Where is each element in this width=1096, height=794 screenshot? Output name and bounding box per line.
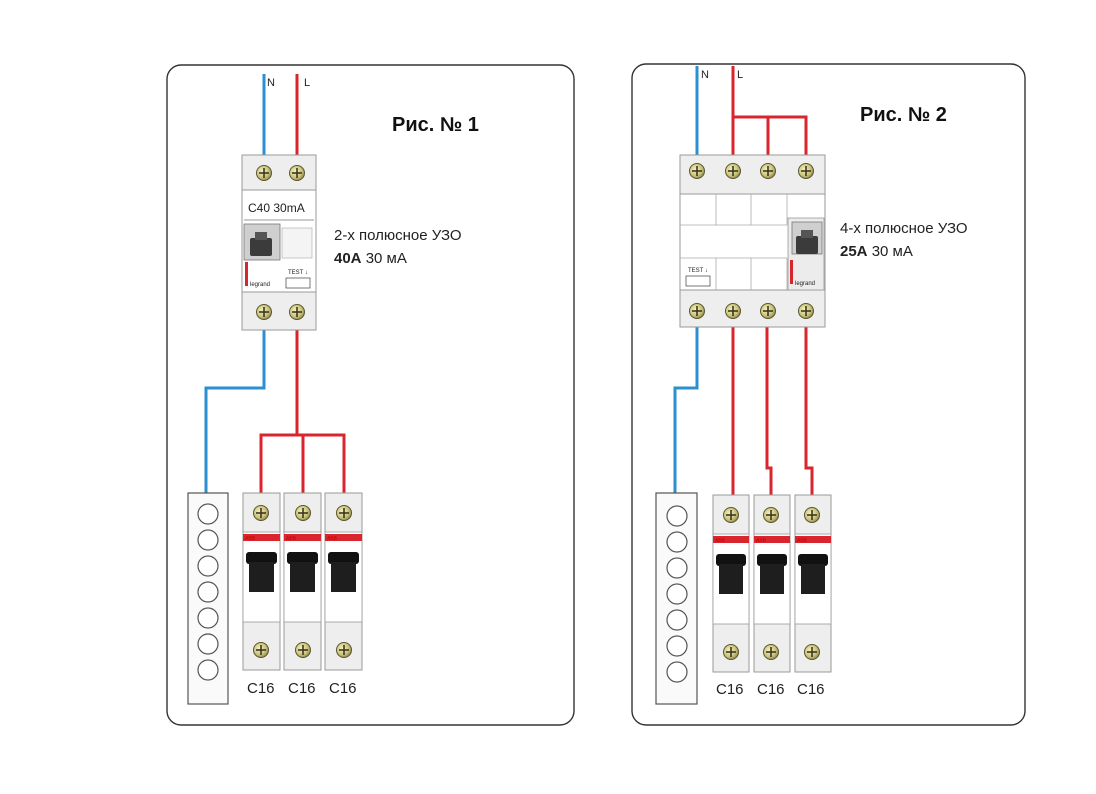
figure-2-breaker-1: ABB С16 — [712, 494, 750, 698]
screw-icon — [722, 643, 740, 661]
screw-icon — [762, 643, 780, 661]
figure-2-line-wire-out-3 — [804, 313, 814, 505]
screw-icon — [797, 162, 815, 180]
figure-1-rcd-rating-bold: 40А — [334, 250, 362, 267]
figure-2-breaker-1-label: С16 — [716, 681, 744, 698]
figure-2-rcd-brand: legrand — [795, 281, 815, 287]
figure-1-title: Рис. № 1 — [392, 114, 479, 136]
screw-icon — [688, 162, 706, 180]
screw-icon — [803, 643, 821, 661]
figure-1-breaker-2-brand: ABB — [286, 536, 297, 542]
figure-1-breaker-3-label: С16 — [329, 680, 357, 697]
figure-2-breaker-3-label: С16 — [797, 681, 825, 698]
figure-2-rcd-rating-bold: 25А — [840, 243, 868, 260]
screw-icon — [803, 506, 821, 524]
figure-2-wires — [673, 66, 814, 505]
screw-icon — [255, 303, 273, 321]
figure-2-rcd-rating-rest: 30 мА — [868, 243, 913, 260]
screw-icon — [294, 641, 312, 659]
figure-1: Рис. № 1 N L C40 30mA legrand TEST ↓ — [166, 64, 575, 726]
screw-icon — [288, 303, 306, 321]
figure-1-neutral-busbar — [187, 492, 229, 705]
figure-2-wire-l-label: L — [737, 69, 743, 81]
figure-1-rcd-rating-rest: 30 мА — [362, 250, 407, 267]
figure-1-breaker-3: ABB С16 — [324, 492, 363, 697]
figure-2-line-bridge — [733, 115, 808, 160]
figure-1-rcd-brand: legrand — [250, 282, 270, 288]
figure-2-line-wire-out-2 — [765, 313, 773, 505]
figure-1-breaker-1: ABB С16 — [242, 492, 281, 697]
figure-2-neutral-busbar — [655, 492, 698, 705]
screw-icon — [759, 162, 777, 180]
figure-1-wire-l-label: L — [304, 77, 310, 89]
figure-1-breaker-1-brand: ABB — [245, 536, 256, 542]
figure-2-rcd-description: 4-х полюсное УЗО — [840, 220, 968, 237]
screw-icon — [294, 504, 312, 522]
figure-2-breaker-2: ABB С16 — [753, 494, 791, 698]
figure-1-rcd-rating-text: 40А 30 мА — [334, 250, 407, 267]
screw-icon — [724, 302, 742, 320]
screw-icon — [252, 641, 270, 659]
figure-2-breaker-3: ABB С16 — [794, 494, 832, 698]
figure-1-breaker-1-label: С16 — [247, 680, 275, 697]
screw-icon — [762, 506, 780, 524]
screw-icon — [335, 641, 353, 659]
screw-icon — [797, 302, 815, 320]
figure-2-rcd-test: TEST ↓ — [688, 268, 708, 274]
screw-icon — [688, 302, 706, 320]
figure-2-breaker-3-brand: ABB — [797, 538, 808, 544]
figure-2-title: Рис. № 2 — [860, 104, 947, 126]
figure-2-rcd-rating-text: 25А 30 мА — [840, 243, 913, 260]
figure-1-wires — [204, 74, 346, 505]
figure-1-breaker-2: ABB С16 — [283, 492, 322, 697]
figure-1-wire-n-label: N — [267, 77, 275, 89]
figure-1-rcd-test: TEST ↓ — [288, 270, 308, 276]
figure-2-breaker-2-brand: ABB — [756, 538, 767, 544]
figure-2: Рис. № 2 N L — [631, 63, 1026, 726]
screw-icon — [759, 302, 777, 320]
figure-2-breaker-2-label: С16 — [757, 681, 785, 698]
figure-2-neutral-wire-out — [673, 313, 699, 493]
figure-1-rcd-description: 2-х полюсное УЗО — [334, 227, 462, 244]
figure-2-breaker-1-brand: ABB — [715, 538, 726, 544]
screw-icon — [722, 506, 740, 524]
figure-1-breaker-3-brand: ABB — [327, 536, 338, 542]
screw-icon — [335, 504, 353, 522]
figure-2-wire-n-label: N — [701, 69, 709, 81]
screw-icon — [724, 162, 742, 180]
screw-icon — [255, 164, 273, 182]
screw-icon — [288, 164, 306, 182]
figure-2-rcd-4-pole: legrand TEST ↓ — [679, 154, 826, 328]
figure-1-rcd-rating: C40 30mA — [248, 201, 305, 215]
figure-1-rcd-2-pole: C40 30mA legrand TEST ↓ — [241, 154, 317, 331]
screw-icon — [252, 504, 270, 522]
figure-1-breaker-2-label: С16 — [288, 680, 316, 697]
figure-1-neutral-wire-out — [204, 313, 266, 493]
